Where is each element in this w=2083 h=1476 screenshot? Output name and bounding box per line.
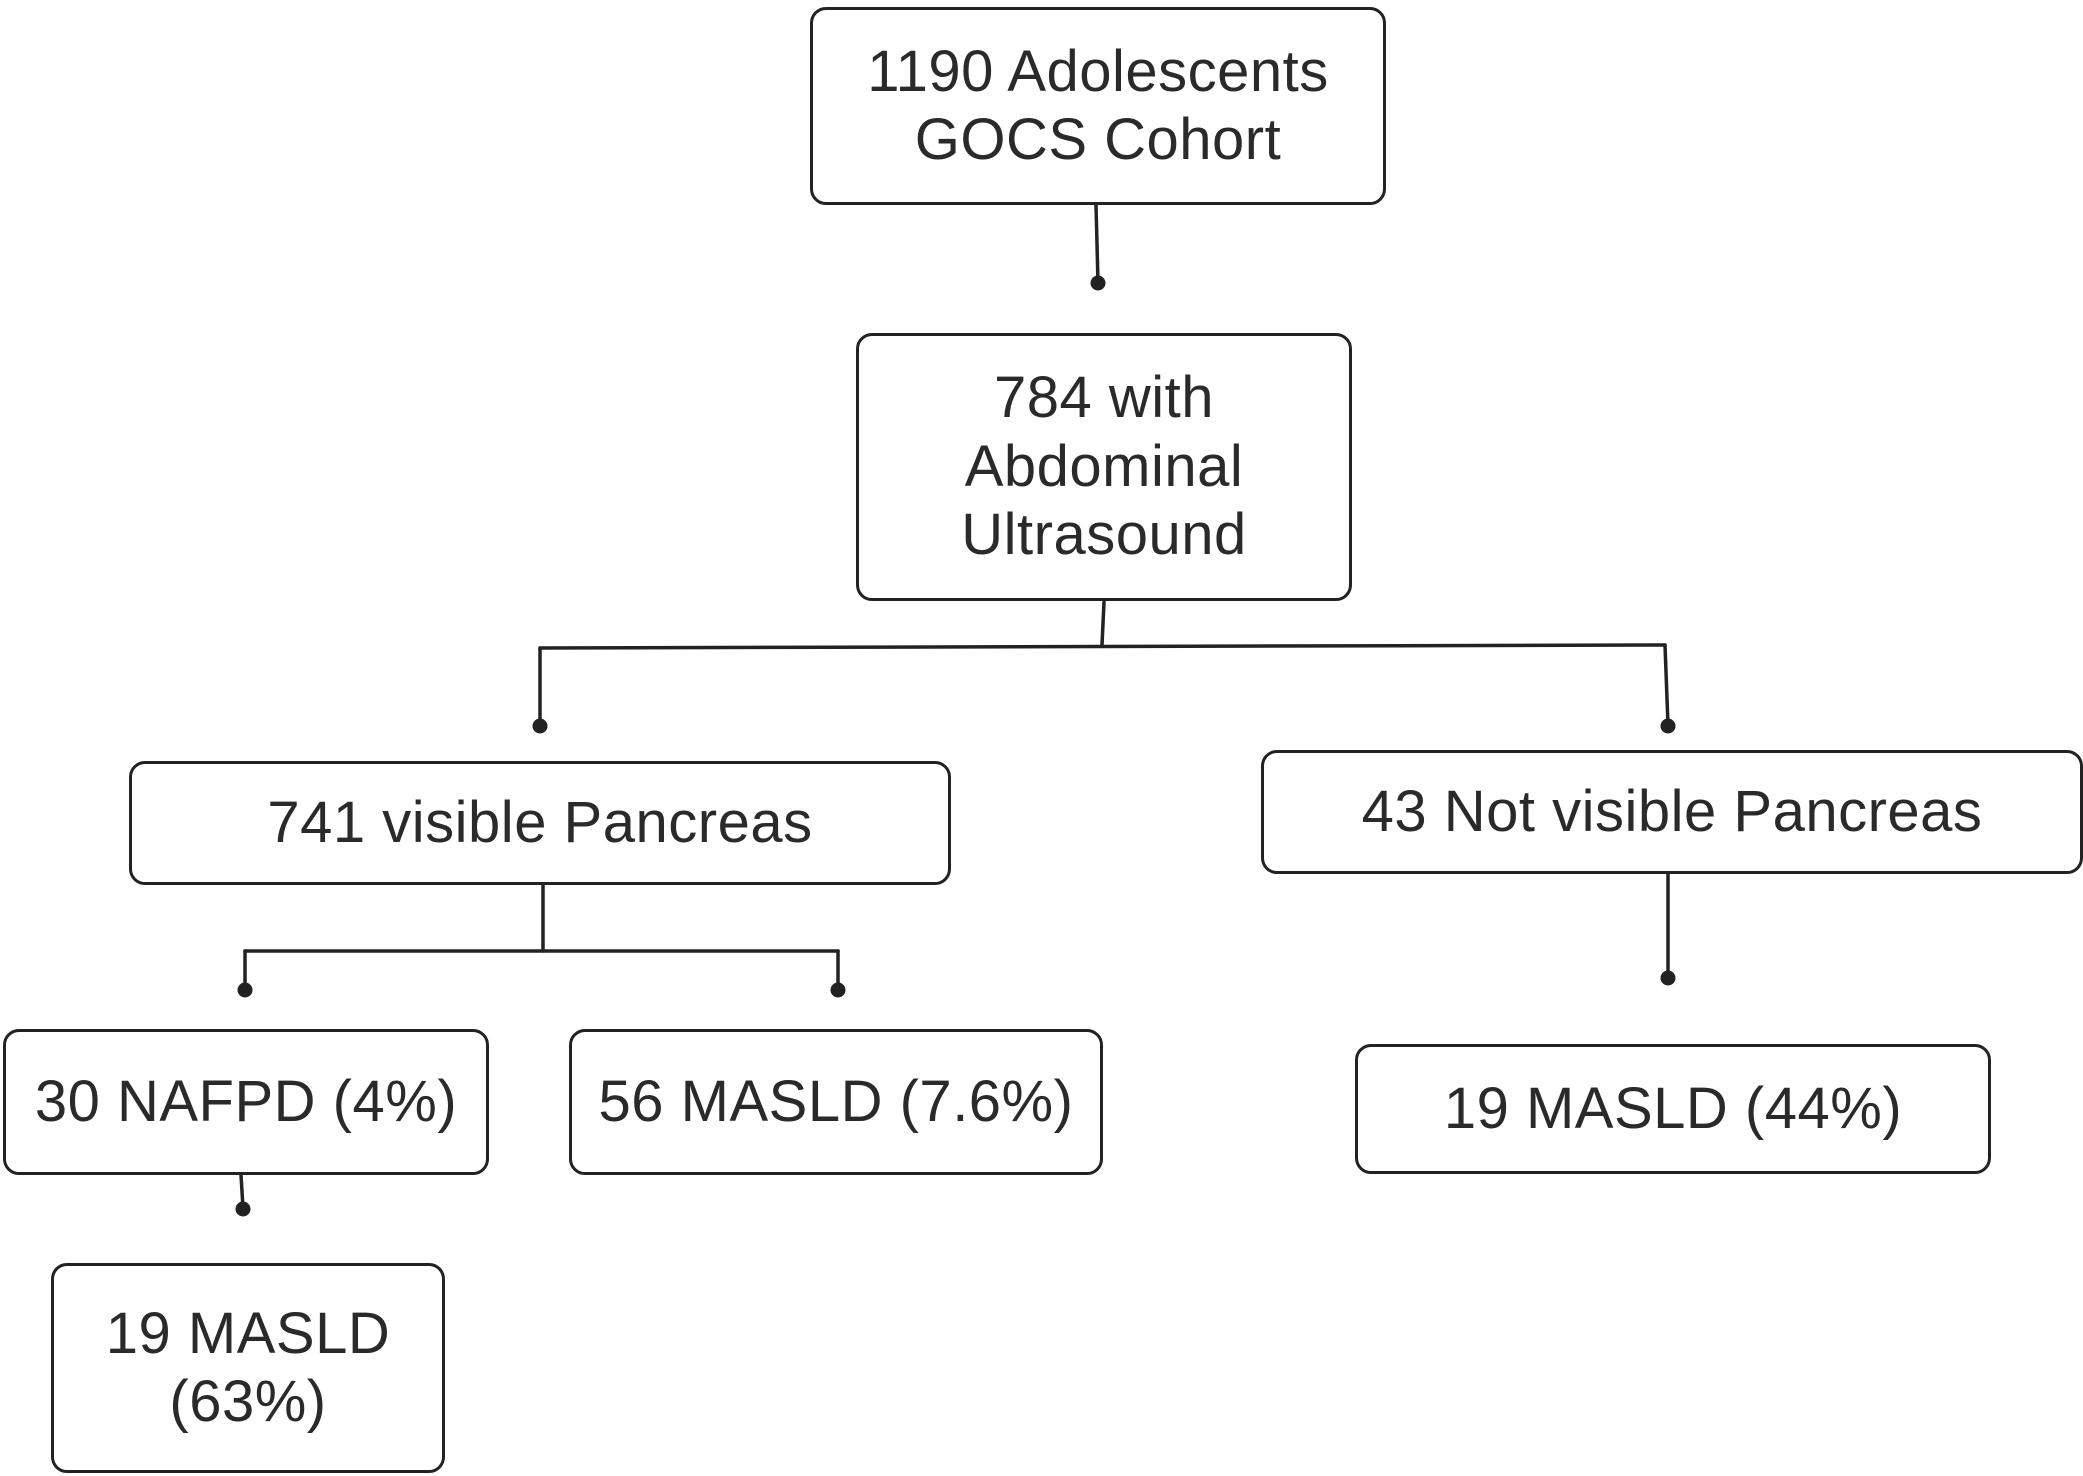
node-ultrasound-line-3: Ultrasound [961,502,1247,568]
node-cohort-line-1: 1190 Adolescents [867,38,1329,104]
node-nafpd-line-1: 30 NAFPD (4%) [34,1068,458,1134]
node-masld-visible-line-1: 56 MASLD (7.6%) [598,1068,1074,1134]
arrow-dot [1090,275,1106,291]
node-masld-nafpd-line-1: 19 MASLD [105,1300,391,1366]
edge-ultrasound-branch-bar [538,643,1667,650]
node-masld-visible: 56 MASLD (7.6%) [569,1029,1103,1175]
node-visible-pancreas: 741 visible Pancreas [129,761,951,885]
edge-cohort-ultrasound [1094,203,1100,285]
node-cohort: 1190 Adolescents GOCS Cohort [810,7,1386,205]
node-visible-pancreas-line-1: 741 visible Pancreas [267,789,813,855]
arrow-dot [235,1201,251,1217]
node-masld-not-visible-line-1: 19 MASLD (44%) [1443,1075,1903,1141]
node-ultrasound: 784 with Abdominal Ultrasound [856,333,1352,601]
node-masld-not-visible: 19 MASLD (44%) [1355,1044,1991,1174]
edge-ultrasound-not-visible [1663,643,1670,727]
node-ultrasound-line-2: Abdominal [964,433,1244,499]
node-ultrasound-line-1: 784 with [993,365,1214,431]
arrow-dot [830,982,846,998]
arrow-dot [1660,718,1676,734]
node-not-visible-pancreas: 43 Not visible Pancreas [1261,750,2083,874]
node-nafpd: 30 NAFPD (4%) [3,1029,489,1175]
node-masld-nafpd-line-2: (63%) [169,1369,327,1434]
arrow-dot [237,982,253,998]
node-masld-nafpd: 19 MASLD (63%) [51,1263,445,1473]
node-cohort-line-2: GOCS Cohort [914,107,1282,172]
arrow-dot [1660,970,1676,986]
arrow-dot [532,718,548,734]
edge-ultrasound-stem [1100,600,1106,647]
node-not-visible-pancreas-line-1: 43 Not visible Pancreas [1361,778,1983,844]
